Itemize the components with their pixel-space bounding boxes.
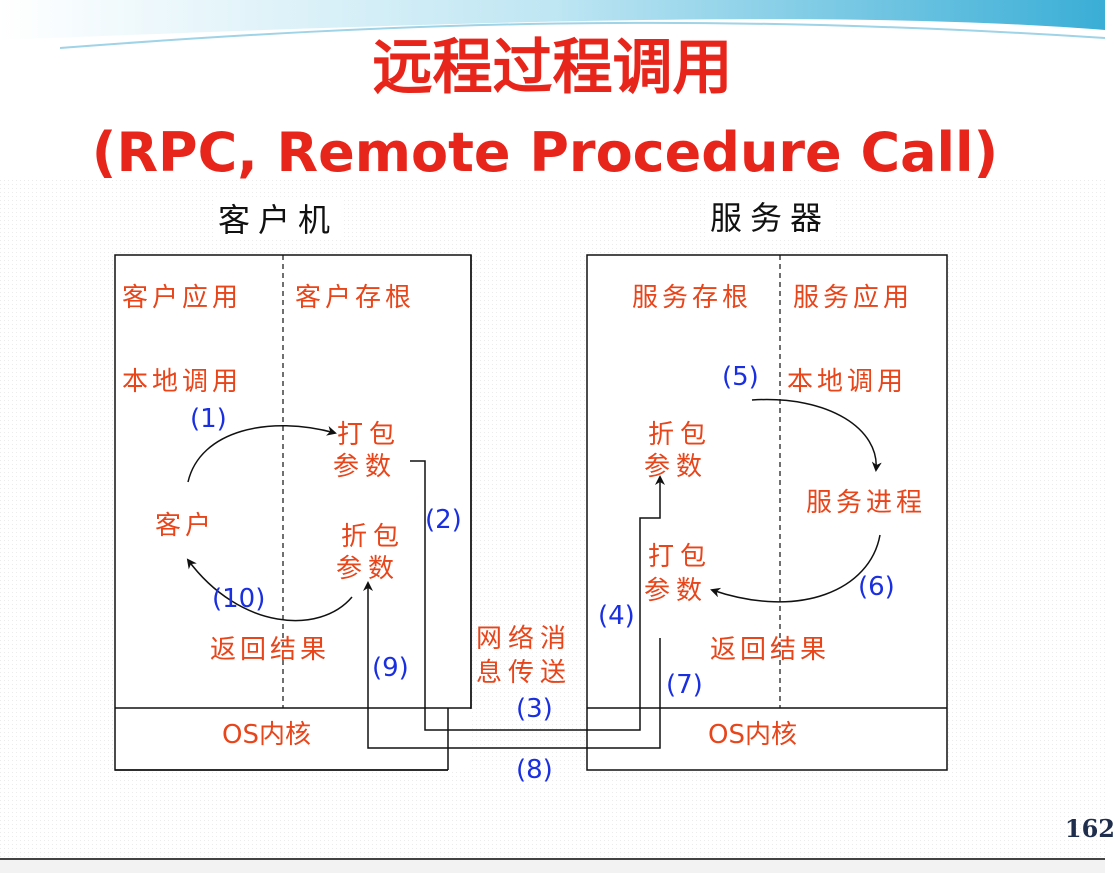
server-unpack-line-2: 参数 bbox=[644, 452, 709, 482]
client-kernel-label: OS内核 bbox=[222, 720, 311, 750]
client-return-result: 返回结果 bbox=[210, 635, 331, 665]
page-number: 162 bbox=[1064, 814, 1115, 843]
server-process-label: 服务进程 bbox=[806, 488, 927, 518]
server-pack-line-1: 打包 bbox=[648, 542, 713, 572]
network-label-line-1: 网络消 bbox=[476, 624, 573, 654]
bottom-divider bbox=[0, 858, 1105, 873]
title-line-2: (RPC, Remote Procedure Call) bbox=[91, 121, 999, 184]
client-box bbox=[114, 254, 472, 771]
title-line-1: 远程过程调用 bbox=[372, 33, 733, 103]
step-1: (1) bbox=[190, 404, 227, 434]
server-app-label: 服务应用 bbox=[793, 283, 914, 313]
step-9: (9) bbox=[372, 653, 409, 683]
step-2: (2) bbox=[425, 505, 462, 535]
arrow-step-6 bbox=[710, 534, 881, 603]
arrow-step-1 bbox=[187, 424, 337, 483]
server-local-call: 本地调用 bbox=[787, 367, 908, 397]
step-7: (7) bbox=[666, 670, 703, 700]
network-label-line-2: 息传送 bbox=[476, 658, 573, 688]
server-pack-line-2: 参数 bbox=[644, 576, 709, 606]
client-label: 客户 bbox=[155, 511, 216, 541]
arrow-step-10 bbox=[186, 558, 353, 622]
step-8: (8) bbox=[516, 755, 553, 785]
server-box bbox=[586, 254, 948, 771]
top-swoosh bbox=[0, 0, 1105, 40]
step-10: (10) bbox=[212, 584, 266, 614]
server-kernel-label: OS内核 bbox=[708, 720, 797, 750]
network-path-reply bbox=[363, 581, 661, 749]
client-stub-label: 客户存根 bbox=[295, 283, 416, 313]
client-unpack-line-1: 折包 bbox=[341, 522, 406, 552]
step-5: (5) bbox=[722, 362, 759, 392]
server-return-result: 返回结果 bbox=[710, 635, 831, 665]
client-pack-line-1: 打包 bbox=[337, 420, 402, 450]
step-6: (6) bbox=[858, 572, 895, 602]
server-header: 服务器 bbox=[706, 198, 835, 238]
client-header: 客户机 bbox=[214, 200, 343, 240]
step-3: (3) bbox=[516, 694, 553, 724]
client-app-label: 客户应用 bbox=[122, 283, 243, 313]
client-pack-line-2: 参数 bbox=[333, 452, 398, 482]
step-4: (4) bbox=[598, 601, 635, 631]
arrow-step-5 bbox=[751, 398, 882, 472]
client-unpack-line-2: 参数 bbox=[336, 554, 401, 584]
server-unpack-line-1: 折包 bbox=[648, 420, 713, 450]
server-stub-label: 服务存根 bbox=[632, 283, 753, 313]
client-local-call: 本地调用 bbox=[122, 367, 243, 397]
network-path-request bbox=[410, 460, 665, 731]
